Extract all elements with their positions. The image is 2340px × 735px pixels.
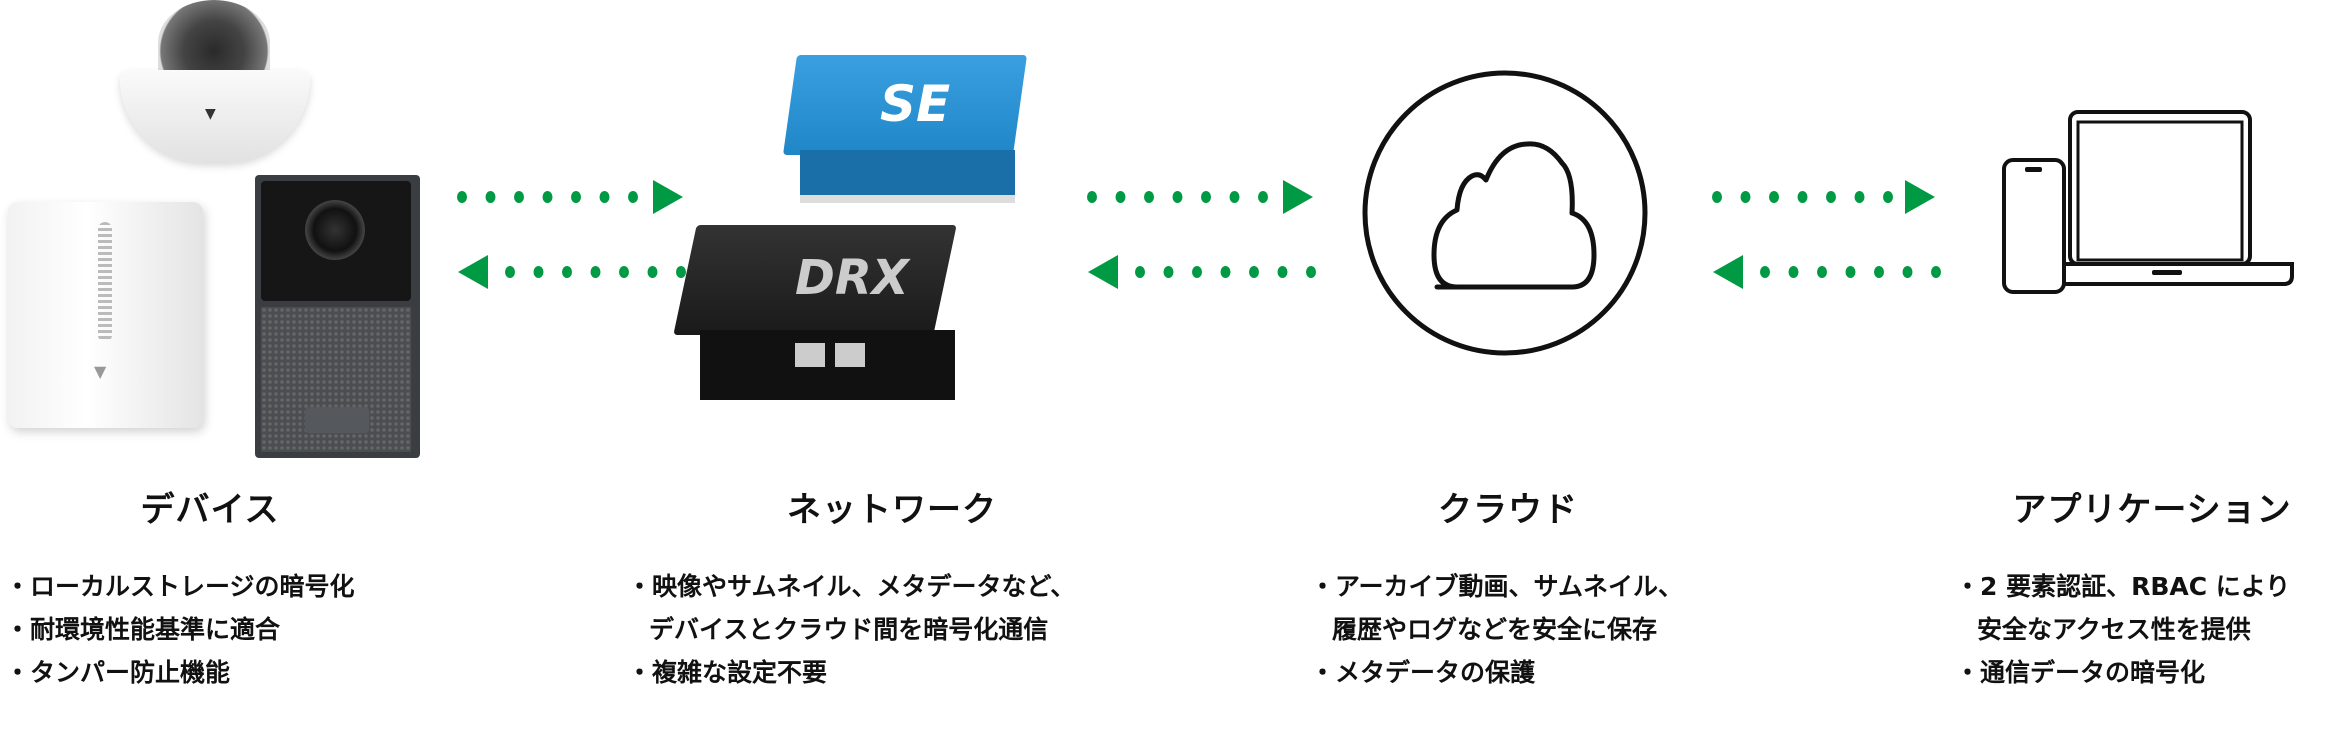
arrow-dot: [562, 266, 572, 278]
bullets-device: ・ローカルストレージの暗号化 ・耐環境性能基準に適合 ・タンパー防止機能: [5, 565, 355, 694]
arrow-dot: [599, 191, 610, 203]
arrow-dot: [1826, 191, 1836, 203]
arrow-left-3: [1713, 255, 1941, 289]
arrow-dot: [1163, 266, 1174, 278]
intercom-device-image: [255, 175, 420, 458]
arrow-dot: [1306, 266, 1316, 278]
bullets-network: ・映像やサムネイル、メタデータなど、 デバイスとクラウド間を暗号化通信 ・複雑な…: [627, 565, 1075, 694]
arrow-dot: [1712, 191, 1722, 203]
router-se-image: SE: [782, 55, 1040, 205]
arrow-dot: [514, 191, 524, 203]
bullet-item-continuation: 履歴やログなどを安全に保存: [1332, 615, 1658, 644]
arrow-dot: [1172, 191, 1183, 203]
arrow-dot: [1797, 191, 1808, 203]
dome-camera-image: ▼: [120, 0, 310, 165]
arrow-dot: [1817, 266, 1827, 278]
arrow-head-left: [1713, 255, 1743, 289]
bullets-application: ・2 要素認証、RBAC により 安全なアクセス性を提供 ・通信データの暗号化: [1955, 565, 2290, 694]
arrow-dot: [1087, 191, 1097, 203]
arrow-dot: [676, 266, 686, 278]
arrow-dot: [1220, 266, 1231, 278]
arrow-dot: [590, 266, 601, 278]
arrow-head-right: [1905, 180, 1935, 214]
cloud-icon: [1362, 70, 1648, 356]
bullet-item: ・メタデータの保護: [1310, 658, 1536, 687]
arrow-dot: [457, 191, 467, 203]
arrow-dot: [1277, 266, 1288, 278]
bullets-cloud: ・アーカイブ動画、サムネイル、 履歴やログなどを安全に保存 ・メタデータの保護: [1310, 565, 1683, 694]
arrow-dot: [1144, 191, 1154, 203]
heading-network: ネットワーク: [787, 490, 997, 530]
bullet-item: ・映像やサムネイル、メタデータなど、: [627, 572, 1076, 601]
bullet-item: ・ローカルストレージの暗号化: [5, 572, 355, 601]
arrow-dot: [1902, 266, 1913, 278]
arrow-dot: [619, 266, 629, 278]
arrow-dot: [1788, 266, 1799, 278]
heading-application: アプリケーション: [2012, 490, 2292, 530]
arrow-dot: [1192, 266, 1202, 278]
arrow-dot: [1874, 266, 1884, 278]
arrow-right-2: [1087, 180, 1313, 214]
bullet-item: ・通信データの暗号化: [1955, 658, 2206, 687]
bullet-item: ・アーカイブ動画、サムネイル、: [1310, 572, 1684, 601]
bullet-item: ・複雑な設定不要: [627, 658, 828, 687]
arrow-dot: [1931, 266, 1941, 278]
laptop-phone-icon: [2002, 110, 2294, 294]
arrow-dot: [1249, 266, 1259, 278]
arrow-dot: [1854, 191, 1865, 203]
arrow-dot: [1740, 191, 1751, 203]
arrow-dot: [1229, 191, 1240, 203]
arrow-dot: [1883, 191, 1893, 203]
heading-cloud: クラウド: [1438, 490, 1578, 530]
heading-device: デバイス: [140, 490, 280, 530]
arrow-dot: [542, 191, 553, 203]
white-sensor-device-image: ▼: [8, 202, 203, 428]
arrow-head-right: [1283, 180, 1313, 214]
arrow-dot: [1845, 266, 1856, 278]
bullet-item-continuation: 安全なアクセス性を提供: [1977, 615, 2251, 644]
arrow-dot: [533, 266, 544, 278]
router-drx-image: DRX: [673, 225, 960, 405]
arrow-left-1: [458, 255, 686, 289]
arrow-dot: [1760, 266, 1770, 278]
bullet-item: ・タンパー防止機能: [5, 658, 231, 687]
bullet-item-continuation: デバイスとクラウド間を暗号化通信: [649, 615, 1049, 644]
arrow-head-left: [1088, 255, 1118, 289]
arrow-left-2: [1088, 255, 1316, 289]
arrow-dot: [485, 191, 496, 203]
arrow-dot: [505, 266, 515, 278]
bullet-item: ・耐環境性能基準に適合: [5, 615, 281, 644]
arrow-right-3: [1712, 180, 1935, 214]
arrow-head-left: [458, 255, 488, 289]
arrow-dot: [1201, 191, 1211, 203]
arrow-dot: [1769, 191, 1779, 203]
router-drx-label: DRX: [795, 250, 909, 306]
arrow-dot: [647, 266, 658, 278]
arrow-head-right: [653, 180, 683, 214]
arrow-dot: [1258, 191, 1268, 203]
router-se-label: SE: [880, 75, 951, 133]
arrow-dot: [571, 191, 581, 203]
arrow-right-1: [457, 180, 683, 214]
arrow-dot: [628, 191, 638, 203]
arrow-dot: [1115, 191, 1126, 203]
arrow-dot: [1135, 266, 1145, 278]
bullet-item: ・2 要素認証、RBAC により: [1955, 572, 2291, 601]
